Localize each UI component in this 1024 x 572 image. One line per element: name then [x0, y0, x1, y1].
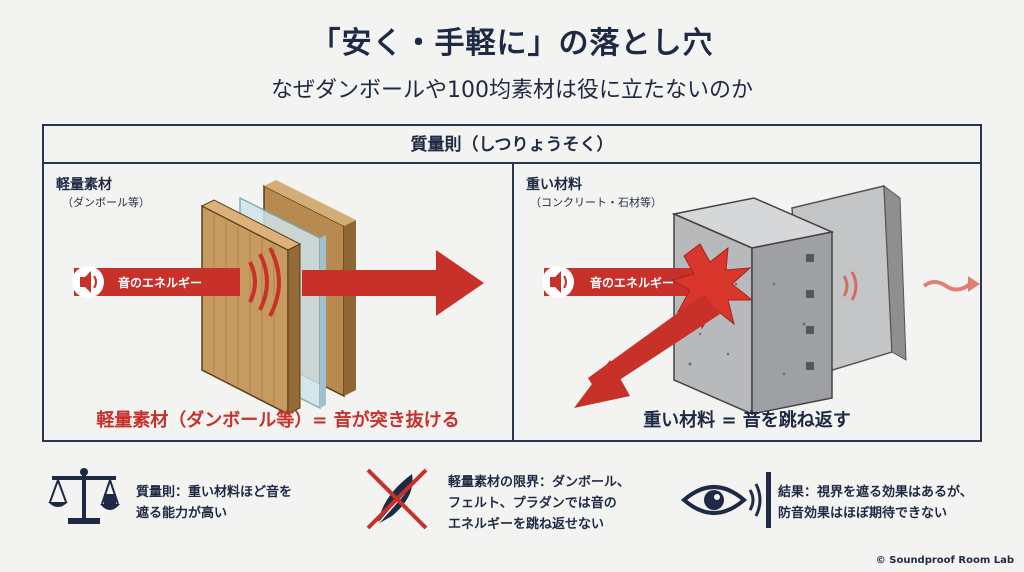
page-subtitle: なぜダンボールや100均素材は役に立たないのか [271, 78, 753, 103]
right-illustration [542, 184, 980, 416]
crossed-feather-icon [366, 468, 428, 530]
left-panel-note: （ダンボール等） [62, 196, 150, 209]
right-caption: 重い材料 = 音を跳ね返す [643, 410, 851, 431]
speaker-icon [550, 271, 567, 293]
copyright: © Soundproof Room Lab [875, 555, 1014, 566]
page-title: 「安く・手軽に」の落とし穴 [310, 26, 714, 61]
right-panel-note: （コンクリート・石材等） [530, 196, 662, 209]
left-illustration [72, 180, 484, 416]
bottom-item-limit-line: 軽量素材の限界：ダンボール、 [448, 475, 631, 490]
bottom-item-mass-law-line: 遮る能力が高い [136, 506, 228, 521]
panel-divider [512, 164, 514, 440]
frame-title: 質量則（しつりょうそく） [44, 126, 980, 164]
sound-wave-icon [842, 271, 858, 301]
sound-wave-icon [248, 247, 281, 317]
left-arrow-label: 音のエネルギー [118, 276, 203, 290]
bottom-item-limit: 軽量素材の限界：ダンボール、 フェルト、プラダンでは音の エネルギーを跳ね返せな… [448, 472, 630, 535]
bottom-item-result-line: 結果：視界を遮る効果はあるが、 [778, 485, 973, 500]
bottom-item-mass-law: 質量則：重い材料ほど音を 遮る能力が高い [136, 482, 292, 524]
bottom-item-result-line: 防音効果はほぼ期待できない [778, 506, 948, 521]
left-caption: 軽量素材（ダンボール等）= 音が突き抜ける [96, 410, 460, 431]
eye-icon [680, 472, 771, 528]
bottom-item-mass-law-line: 質量則：重い材料ほど音を [136, 485, 293, 500]
bottom-item-limit-line: エネルギーを跳ね返せない [448, 517, 605, 532]
bottom-item-limit-line: フェルト、プラダンでは音の [448, 496, 617, 511]
right-panel-label: 重い材料 [526, 177, 582, 193]
speaker-icon [80, 271, 97, 293]
bottom-item-result: 結果：視界を遮る効果はあるが、 防音効果はほぼ期待できない [778, 482, 973, 524]
left-panel-label: 軽量素材 [56, 177, 112, 193]
scale-icon [48, 468, 120, 524]
right-arrow-label: 音のエネルギー [590, 276, 675, 290]
comparison-frame: 質量則（しつりょうそく） 軽量素材 （ダンボール等） [42, 124, 982, 442]
